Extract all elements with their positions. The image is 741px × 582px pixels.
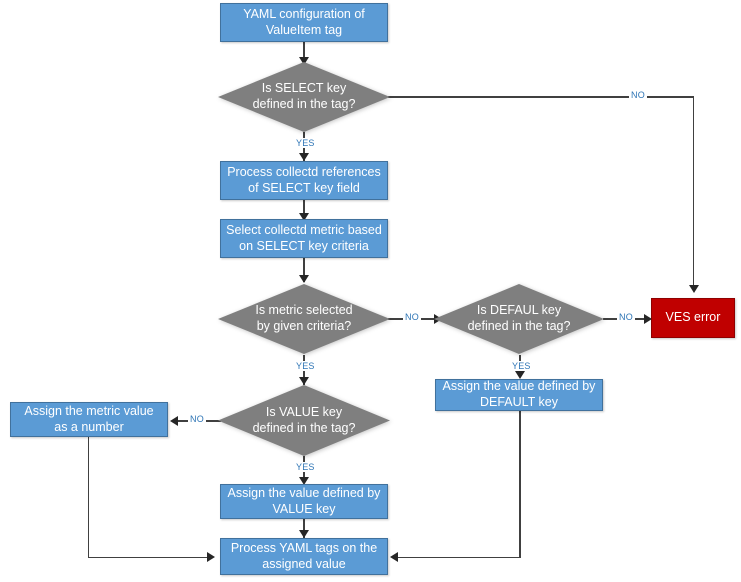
connector-number-return-horizontal: [87, 556, 210, 558]
arrowhead-select-no: [688, 285, 699, 293]
node-decision-metric-selected-label: Is metric selected by given criteria?: [255, 303, 353, 333]
edge-label-value-yes: YES: [294, 462, 317, 472]
edge-label-select-yes: YES: [294, 138, 317, 148]
node-select-collectd-metric-label: Select collectd metric based on SELECT k…: [226, 222, 382, 253]
arrowhead-number-return: [207, 552, 215, 562]
node-assign-metric-as-number-label: Assign the metric value as a number: [24, 403, 154, 434]
arrowhead-select-yes: [298, 153, 309, 161]
node-process-yaml-tags[interactable]: Process YAML tags on the assigned value: [220, 538, 388, 575]
node-decision-metric-selected[interactable]: Is metric selected by given criteria?: [218, 284, 390, 354]
node-ves-error-label: VES error: [665, 310, 721, 325]
node-process-yaml-tags-label: Process YAML tags on the assigned value: [230, 540, 378, 571]
node-decision-select-key[interactable]: Is SELECT key defined in the tag?: [218, 62, 390, 132]
edge-label-defaul-yes: YES: [510, 361, 533, 371]
node-start-yaml-configuration[interactable]: YAML configuration of ValueItem tag: [220, 3, 388, 42]
connector-default-return-vertical: [519, 411, 521, 558]
arrowhead-value-yes: [298, 477, 309, 485]
arrowhead-start-to-select: [298, 57, 309, 65]
connector-default-return-horizontal: [398, 556, 520, 558]
edge-label-metric-no: NO: [403, 312, 421, 322]
node-decision-value-key[interactable]: Is VALUE key defined in the tag?: [218, 385, 390, 456]
edge-label-metric-yes: YES: [294, 361, 317, 371]
edge-label-select-no: NO: [629, 90, 647, 100]
node-assign-value-key-label: Assign the value defined by VALUE key: [227, 485, 381, 516]
connector-start-to-select: [303, 42, 305, 62]
arrowhead-defaul-no: [644, 313, 652, 324]
node-decision-defaul-key-label: Is DEFAUL key defined in the tag?: [467, 303, 571, 333]
connector-metric-to-decision: [303, 258, 305, 282]
connector-assign-to-process: [303, 519, 305, 539]
node-assign-default-value[interactable]: Assign the value defined by DEFAULT key: [435, 379, 603, 411]
connector-number-return-vertical: [87, 437, 89, 558]
edge-label-value-no: NO: [188, 414, 206, 424]
arrowhead-refs-to-metric: [298, 213, 309, 221]
node-assign-value-key[interactable]: Assign the value defined by VALUE key: [220, 484, 388, 519]
node-assign-default-value-label: Assign the value defined by DEFAULT key: [442, 379, 596, 409]
node-start-label: YAML configuration of ValueItem tag: [243, 6, 365, 37]
arrowhead-assign-to-process: [298, 530, 309, 538]
arrowhead-metric-yes: [298, 377, 309, 385]
node-decision-value-key-label: Is VALUE key defined in the tag?: [252, 404, 356, 435]
edge-label-defaul-no: NO: [617, 312, 635, 322]
arrowhead-defaul-yes: [514, 371, 525, 379]
node-ves-error[interactable]: VES error: [651, 298, 735, 338]
node-select-collectd-metric[interactable]: Select collectd metric based on SELECT k…: [220, 219, 388, 258]
node-decision-select-key-label: Is SELECT key defined in the tag?: [252, 81, 356, 111]
node-assign-metric-as-number[interactable]: Assign the metric value as a number: [10, 402, 168, 437]
connector-select-no-horizontal: [388, 96, 694, 98]
arrowhead-value-no: [170, 415, 178, 426]
node-decision-defaul-key[interactable]: Is DEFAUL key defined in the tag?: [434, 284, 604, 354]
arrowhead-metric-to-decision: [298, 275, 309, 283]
connector-select-no-vertical: [692, 96, 694, 287]
arrowhead-default-return: [390, 552, 398, 562]
node-process-collectd-references-label: Process collectd references of SELECT ke…: [227, 164, 381, 195]
connector-refs-to-metric: [303, 200, 305, 221]
node-process-collectd-references[interactable]: Process collectd references of SELECT ke…: [220, 161, 388, 200]
